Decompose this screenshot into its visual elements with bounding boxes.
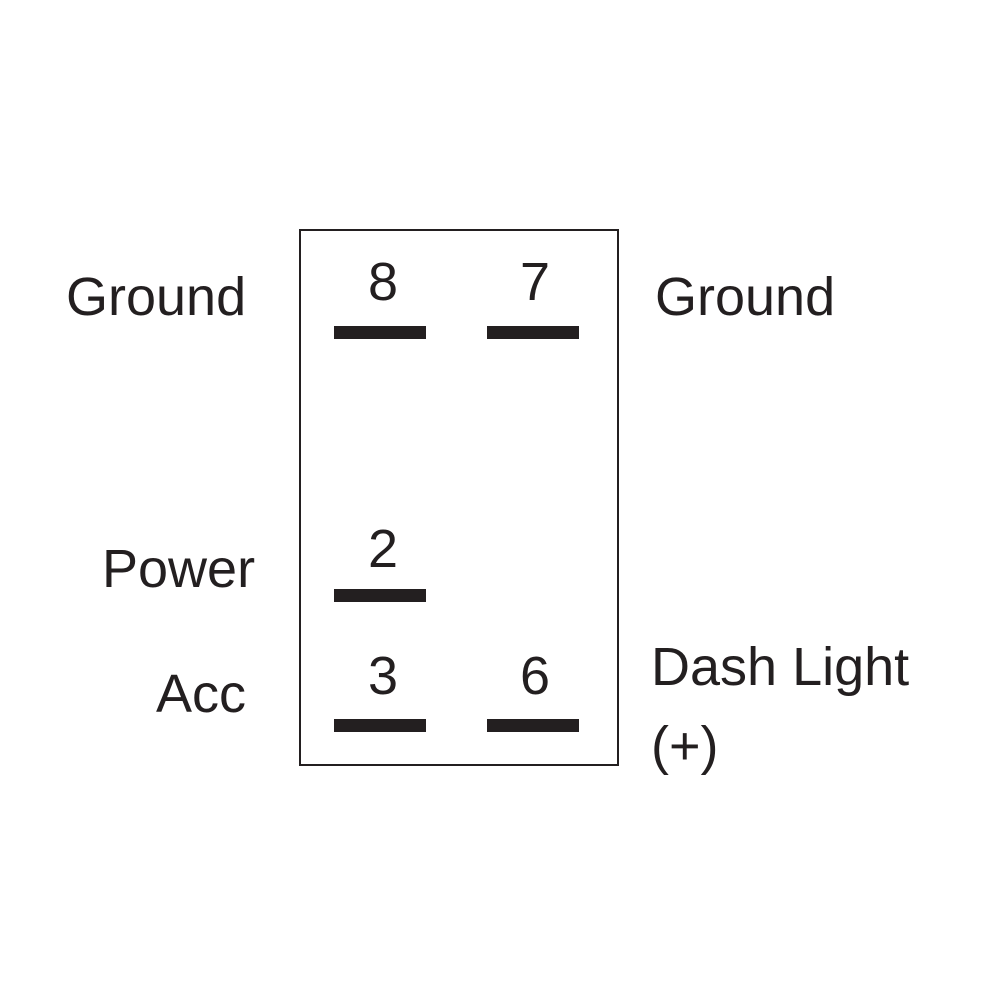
pin-6-label-line2: (+) <box>651 716 719 776</box>
pin-3-label: Acc <box>156 664 247 724</box>
pin-7-terminal <box>487 326 579 339</box>
pin-2-label: Power <box>102 539 256 599</box>
pin-6-label-line1: Dash Light <box>651 637 910 697</box>
pin-6-terminal <box>487 719 579 732</box>
pin-3-terminal <box>334 719 426 732</box>
pin-7-label: Ground <box>655 267 836 327</box>
pin-8-label: Ground <box>66 267 247 327</box>
pin-8-number: 8 <box>367 252 399 312</box>
pin-8-terminal <box>334 326 426 339</box>
pin-6-number: 6 <box>519 646 551 706</box>
switch-body-outline <box>299 229 619 766</box>
pin-3-number: 3 <box>367 646 399 706</box>
pin-7-number: 7 <box>519 252 551 312</box>
pin-2-number: 2 <box>367 519 399 579</box>
pin-2-terminal <box>334 589 426 602</box>
